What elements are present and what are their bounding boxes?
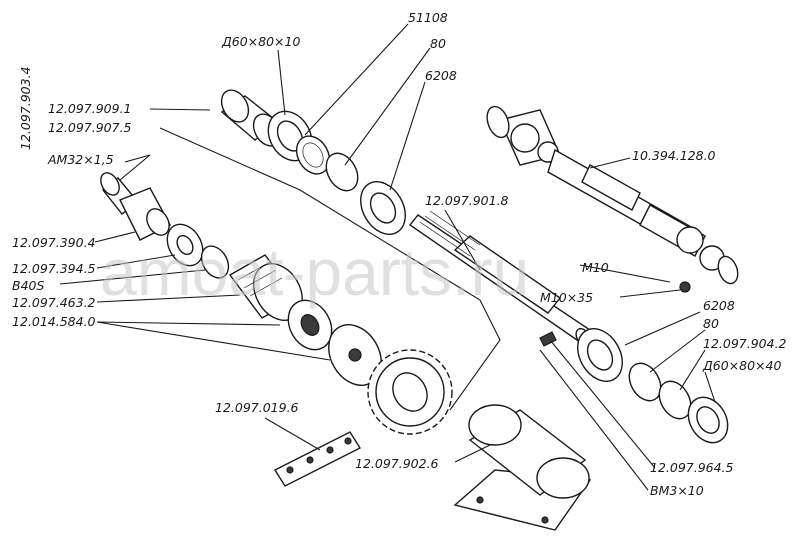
bearing-6208-top bbox=[360, 181, 406, 235]
washer-394-5 bbox=[166, 223, 204, 267]
label-am32: АМ32×1,5 bbox=[47, 152, 114, 167]
label-463-2: 12.097.463.2 bbox=[12, 295, 96, 310]
chain bbox=[274, 431, 361, 487]
bearing-6208-bottom bbox=[577, 328, 623, 382]
leader-lines bbox=[59, 23, 716, 491]
label-bm3x10: ВМ3×10 bbox=[650, 483, 704, 498]
coupling-584-0 bbox=[287, 299, 333, 351]
label-51108: 51108 bbox=[408, 10, 448, 25]
watermark: amoat-parts.ru bbox=[100, 235, 529, 309]
label-80-top: 80 bbox=[430, 36, 446, 51]
clutch-463-2 bbox=[228, 254, 303, 321]
snap-ring-top bbox=[325, 152, 359, 192]
flange-disc bbox=[328, 324, 382, 386]
label-b40s: В40S bbox=[12, 278, 44, 293]
label-m10: М10 bbox=[582, 260, 609, 275]
label-m10x35: М10×35 bbox=[540, 290, 593, 305]
label-909-1: 12.097.909.1 bbox=[48, 101, 132, 116]
label-902-6: 12.097.902.6 bbox=[355, 456, 439, 471]
label-904-2: 12.097.904.2 bbox=[703, 336, 787, 351]
label-390-4: 12.097.390.4 bbox=[12, 235, 96, 250]
label-394-5: 12.097.394.5 bbox=[12, 261, 96, 276]
label-80-bottom: 80 bbox=[703, 316, 719, 331]
labels: 51108 Д60×80×10 80 6208 12.097.903.4 12.… bbox=[12, 10, 787, 498]
label-128-0: 10.394.128.0 bbox=[632, 148, 716, 163]
sprocket bbox=[367, 349, 453, 435]
cardan-shaft bbox=[486, 105, 739, 293]
ring-b40s bbox=[200, 245, 230, 279]
label-019-6: 12.097.019.6 bbox=[215, 400, 299, 415]
bearing-housing bbox=[453, 404, 592, 531]
label-584-0: 12.014.584.0 bbox=[12, 314, 96, 329]
label-901-8: 12.097.901.8 bbox=[425, 193, 509, 208]
label-907-5: 12.097.907.5 bbox=[48, 120, 132, 135]
label-asm-903-4: 12.097.903.4 bbox=[18, 66, 33, 150]
label-964-5: 12.097.964.5 bbox=[650, 460, 734, 475]
label-6208-top: 6208 bbox=[425, 68, 457, 83]
thrust-bearing bbox=[295, 135, 331, 175]
label-6208-bottom: 6208 bbox=[703, 298, 735, 313]
label-d60x80x10: Д60×80×10 bbox=[221, 34, 300, 49]
snap-ring-bottom bbox=[628, 362, 662, 402]
spacer-904-2 bbox=[658, 380, 692, 420]
label-d60x80x40: Д60×80×40 bbox=[702, 358, 781, 373]
seal-bottom bbox=[687, 396, 729, 444]
hub-390-4 bbox=[119, 187, 171, 241]
